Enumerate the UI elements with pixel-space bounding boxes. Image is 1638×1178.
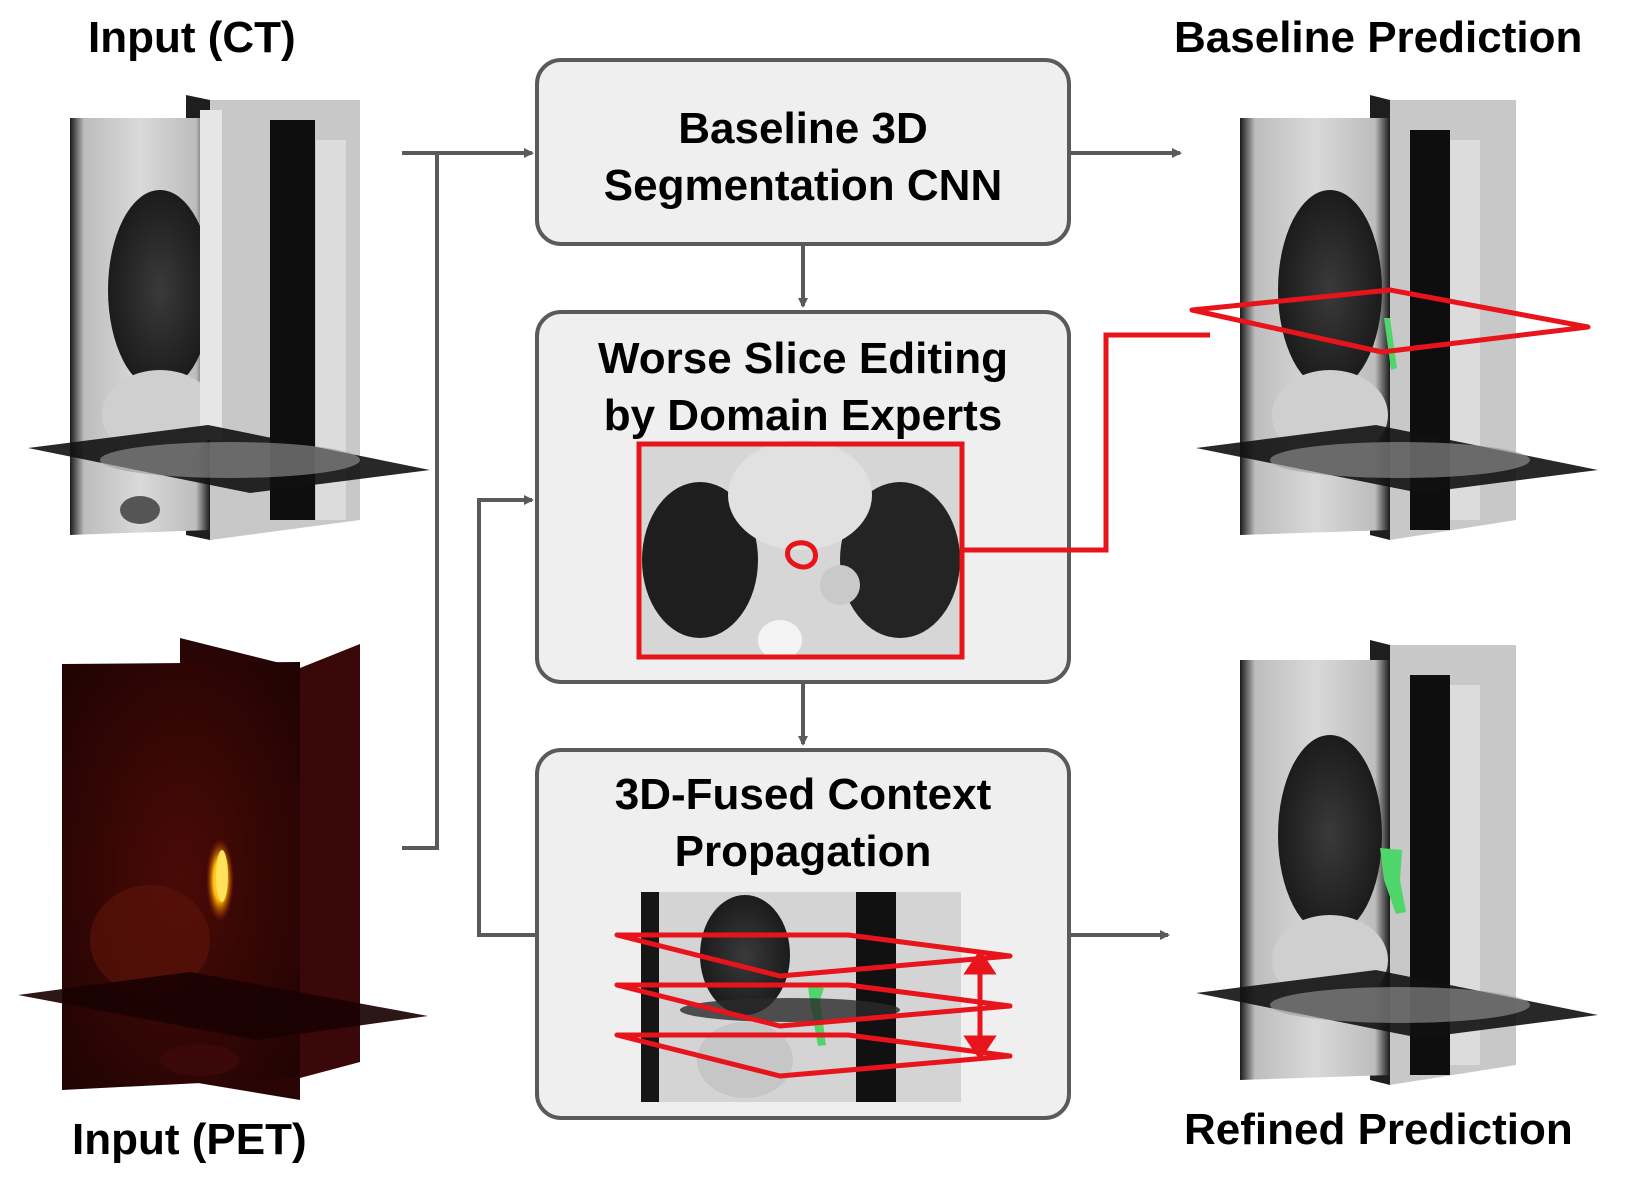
- selected-slice-plane: [1189, 287, 1591, 355]
- ct-volume-image: [28, 95, 430, 540]
- baseline-cnn-title-line2: Segmentation CNN: [603, 161, 1003, 210]
- baseline-cnn-title-line1: Baseline 3D: [678, 104, 928, 153]
- propagation-title-line1: 3D-Fused Context: [614, 770, 992, 819]
- edited-slice-image: [636, 440, 965, 660]
- input-merge-line: [402, 151, 439, 850]
- slice-editing-title-line1: Worse Slice Editing: [598, 334, 1008, 383]
- baseline-prediction-label: Baseline Prediction: [1174, 13, 1583, 62]
- baseline-prediction-image: [1196, 95, 1598, 540]
- feedback-line: [477, 495, 535, 937]
- baseline-cnn-box: Baseline 3D Segmentation CNN: [535, 58, 1071, 246]
- refined-prediction-image: [1196, 640, 1598, 1085]
- input-ct-label: Input (CT): [88, 13, 296, 62]
- input-pet-label: Input (PET): [72, 1115, 307, 1164]
- propagation-slices: [614, 932, 1013, 1079]
- propagation-title-line2: Propagation: [674, 827, 932, 876]
- pet-volume-image: [18, 638, 428, 1100]
- slice-connector-line: [962, 332, 1210, 553]
- propagation-volume-image: [641, 892, 961, 1102]
- propagation-range-arrow: [963, 949, 997, 1061]
- refined-prediction-label: Refined Prediction: [1184, 1105, 1573, 1154]
- flow-arrows: [402, 148, 1182, 940]
- slice-editing-title-line2: by Domain Experts: [603, 391, 1003, 440]
